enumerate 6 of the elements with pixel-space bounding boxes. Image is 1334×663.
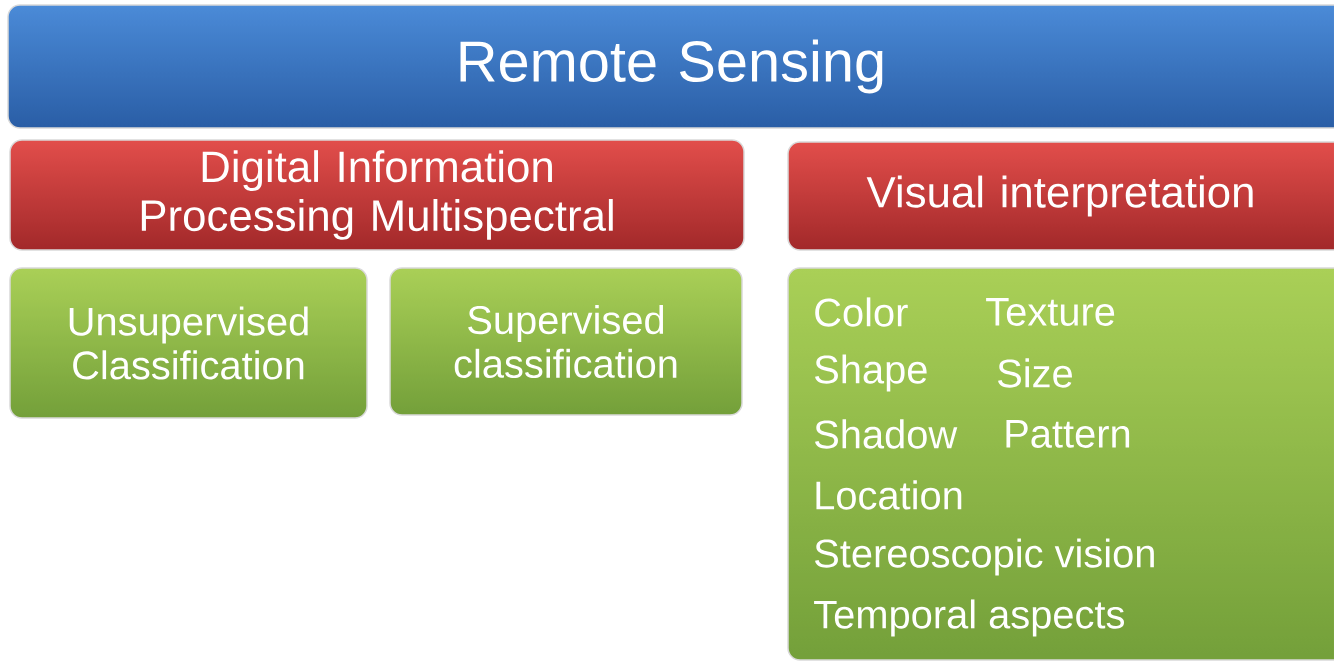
method-box: Unsupervised Classification bbox=[9, 267, 368, 419]
category-box: Visual interpretation bbox=[787, 141, 1334, 251]
method-box: Supervised classification bbox=[389, 267, 743, 416]
list-box: Color Texture Shape Size Shadow Pattern Location Stereoscopic vision Temporal aspects bbox=[787, 267, 1334, 661]
category-box: Digital Information Processing Multispectral bbox=[9, 139, 745, 251]
title-bar: Remote Sensing bbox=[7, 4, 1334, 129]
